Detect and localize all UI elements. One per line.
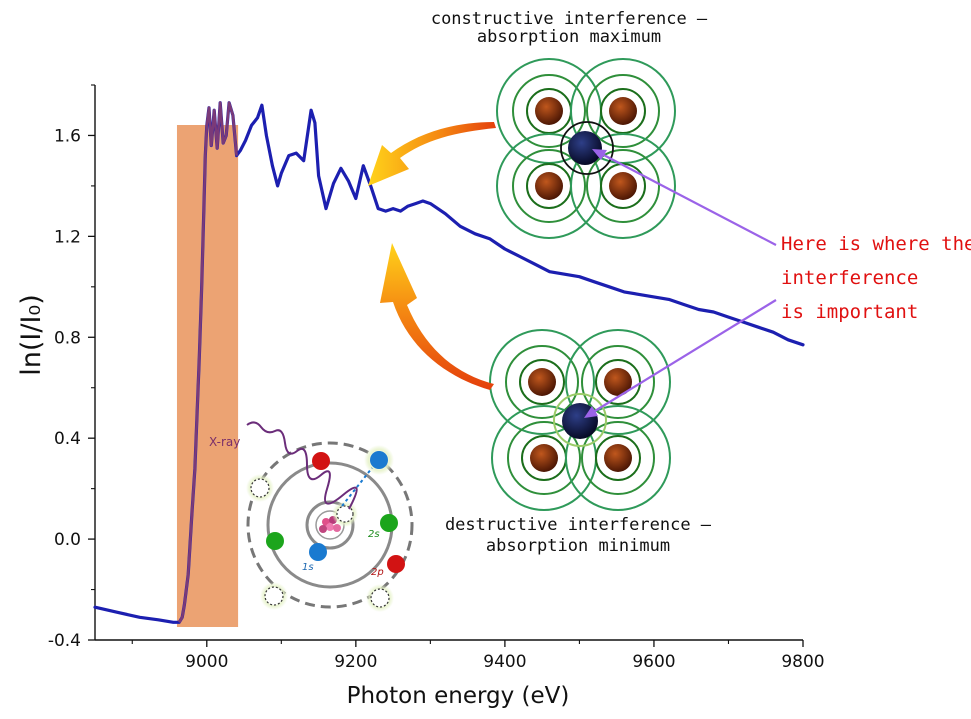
electron-green — [380, 514, 398, 532]
spectrum-line-edge-segment — [178, 101, 238, 623]
wave-ring — [595, 359, 641, 405]
pointer-arrowhead-bottom — [584, 406, 598, 418]
x-tick-label: 9600 — [632, 652, 675, 672]
wave-ring — [586, 149, 660, 223]
absorber-atom — [568, 131, 602, 165]
neighbor-atom — [535, 172, 563, 200]
orbital-outer-dashed — [246, 441, 414, 609]
y-tick-label: 0.8 — [54, 328, 81, 348]
empty-electron-slot — [246, 474, 394, 612]
orbital-1s-label: 1s — [302, 562, 314, 573]
y-tick-label: 1.2 — [54, 227, 81, 247]
absorber-ring — [560, 121, 614, 175]
neighbor-atom — [528, 368, 556, 396]
photoelectron-blue — [370, 451, 388, 469]
wave-ring — [507, 421, 581, 495]
axes — [94, 85, 803, 641]
wave-ring — [505, 345, 579, 419]
wave-ring — [512, 149, 586, 223]
x-tick-label: 9000 — [185, 652, 228, 672]
pointer-to-absorber-top — [597, 151, 777, 246]
atom-diagram: X-ray 1s 2s 2p — [209, 421, 414, 612]
xray-wave — [246, 421, 358, 510]
destructive-caption-line2: absorption minimum — [486, 536, 670, 556]
orbital-1-ring — [305, 500, 355, 550]
constructive-wave-rings — [496, 58, 676, 239]
wave-ring — [586, 74, 660, 148]
electron-blue-1s — [309, 543, 327, 561]
neighbor-atom — [604, 444, 632, 472]
pointer-arrowhead-top — [592, 149, 607, 160]
arrow-to-minimum — [380, 243, 494, 390]
wave-ring — [489, 329, 595, 435]
xray-label: X-ray — [209, 435, 240, 449]
neighbor-atom — [609, 172, 637, 200]
neighbor-atom — [609, 97, 637, 125]
x-tick-label: 9400 — [483, 652, 526, 672]
orbital-2s-label: 2s — [368, 529, 380, 540]
note-line-1: Here is where the — [781, 233, 971, 255]
ejection-arrow — [341, 467, 373, 507]
constructive-caption-line2: absorption maximum — [477, 27, 661, 47]
absorber-ring — [553, 393, 607, 447]
wave-ring — [581, 421, 655, 495]
neighbor-atom — [535, 97, 563, 125]
pointer-lines — [584, 149, 777, 418]
y-tick-label: 0.4 — [54, 429, 81, 449]
y-tick-label: -0.4 — [48, 631, 81, 651]
constructive-caption-line1: constructive interference – — [431, 9, 708, 29]
wave-ring — [519, 359, 565, 405]
destructive-caption-line1: destructive interference – — [445, 515, 712, 535]
y-tick-label: 1.6 — [54, 126, 81, 146]
destructive-diagram: destructive interference – absorption mi… — [445, 329, 712, 556]
wave-ring — [581, 345, 655, 419]
absorption-edge-highlight — [176, 125, 239, 627]
x-tick-label: 9800 — [781, 652, 824, 672]
x-tick-label: 9200 — [334, 652, 377, 672]
wave-ring — [595, 435, 641, 481]
orbital-2p-label: 2p — [371, 567, 384, 578]
constructive-diagram: constructive interference – absorption m… — [431, 9, 708, 239]
importance-note: Here is where the interference is import… — [781, 233, 971, 323]
axis-ticks: 9000 9200 9400 9600 9800 -0.4 0.0 0.4 0.8 1.2 1.6 — [48, 84, 825, 672]
wave-ring — [565, 405, 671, 511]
destructive-wave-rings — [489, 329, 671, 511]
arrow-to-maximum — [368, 122, 496, 186]
neighbor-atom — [604, 368, 632, 396]
wave-ring — [512, 74, 586, 148]
note-line-3: is important — [781, 301, 918, 323]
y-axis-title: ln(I/I₀) — [16, 294, 47, 376]
electron-red — [387, 555, 405, 573]
wave-ring — [565, 329, 671, 435]
neighbor-atom — [530, 444, 558, 472]
nucleus — [319, 516, 341, 533]
electron-red — [312, 452, 330, 470]
note-line-2: interference — [781, 267, 918, 289]
x-axis-title: Photon energy (eV) — [347, 683, 570, 709]
y-tick-label: 0.0 — [54, 530, 81, 550]
wave-ring — [570, 133, 676, 239]
electron-green — [266, 532, 284, 550]
pointer-to-absorber-bottom — [589, 299, 777, 415]
